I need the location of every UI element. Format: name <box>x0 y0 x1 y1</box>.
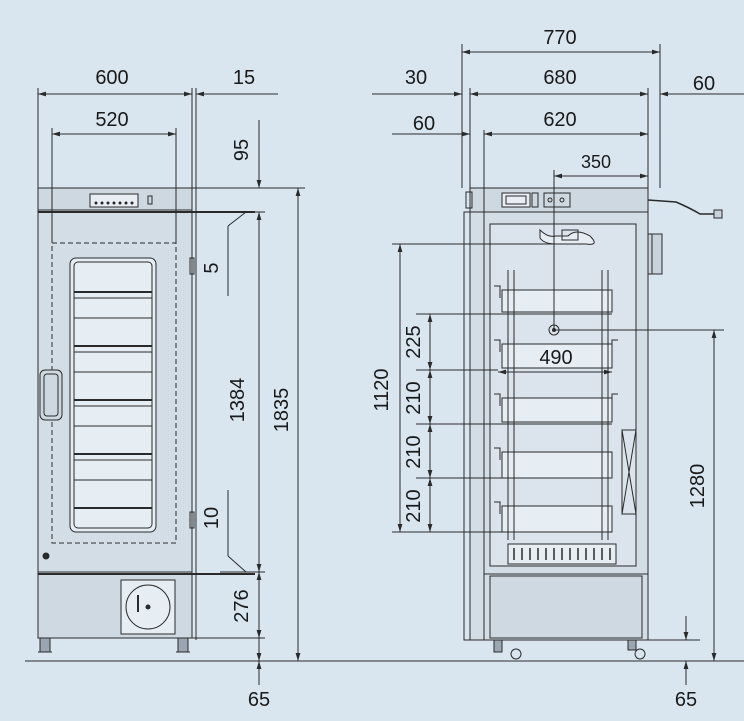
dim-1280: 1280 <box>687 464 709 509</box>
dim-490: 490 <box>539 347 572 369</box>
side-top-panel <box>469 187 649 213</box>
dim-10: 10 <box>201 507 223 529</box>
dim-95: 95 <box>231 139 253 161</box>
dim-210-c: 210 <box>403 489 425 522</box>
front-dimension-labels: 600 15 520 95 5 1384 10 1835 276 65 <box>95 67 293 711</box>
dim-5: 5 <box>201 262 223 273</box>
dim-770: 770 <box>543 27 576 49</box>
dim-60-right: 60 <box>693 73 715 95</box>
dim-350: 350 <box>581 152 611 172</box>
dim-276: 276 <box>231 589 253 622</box>
dim-1384: 1384 <box>227 378 249 423</box>
side-dimensions <box>372 44 744 685</box>
dim-65-side: 65 <box>675 689 697 711</box>
dim-15: 15 <box>233 67 255 89</box>
dim-620: 620 <box>543 109 576 131</box>
dim-600: 600 <box>95 67 128 89</box>
dim-680: 680 <box>543 67 576 89</box>
dim-210-a: 210 <box>403 381 425 414</box>
side-view <box>463 187 723 660</box>
front-glass <box>69 257 157 533</box>
dim-225: 225 <box>403 325 425 358</box>
front-door <box>37 211 193 573</box>
side-dimension-labels: 770 30 680 60 60 620 350 490 1120 225 21… <box>371 27 715 711</box>
dim-1835: 1835 <box>271 388 293 433</box>
dim-65-front: 65 <box>248 689 270 711</box>
front-display <box>89 193 139 208</box>
front-dimensions <box>37 88 305 685</box>
dim-1120: 1120 <box>371 368 393 411</box>
dim-210-b: 210 <box>403 435 425 468</box>
dim-520: 520 <box>95 109 128 131</box>
front-view <box>37 187 255 653</box>
front-door-handle <box>39 369 63 421</box>
dim-30: 30 <box>405 67 427 89</box>
side-shelves <box>494 270 618 540</box>
dim-60-left: 60 <box>413 113 435 135</box>
